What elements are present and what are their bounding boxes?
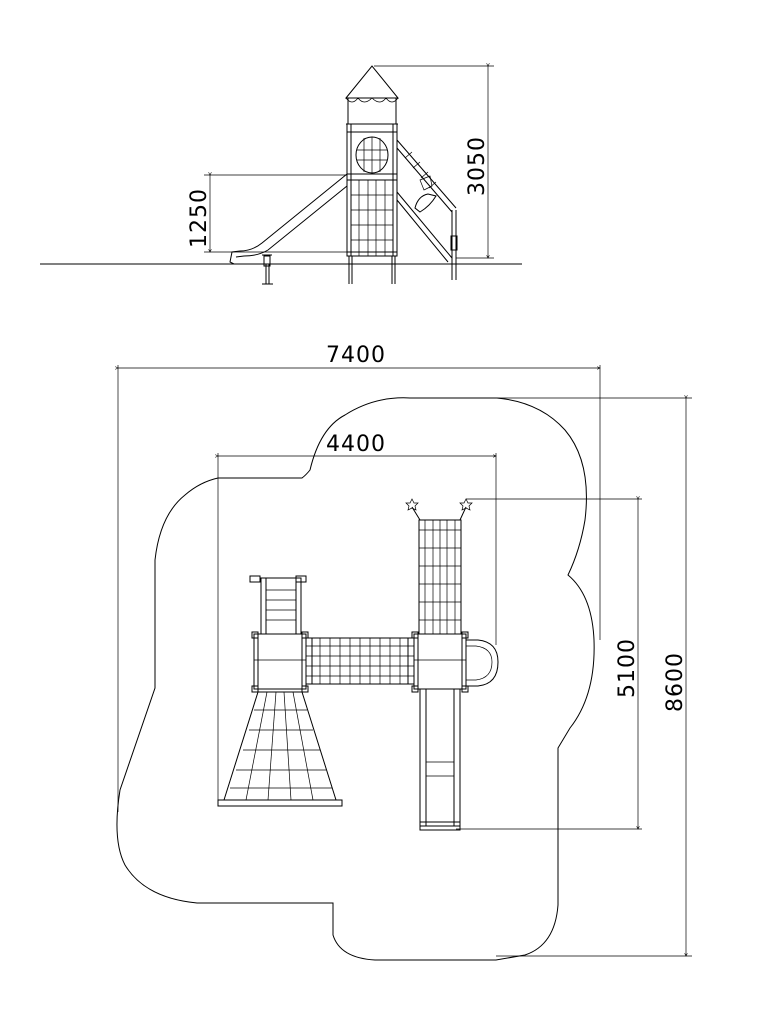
slide-plan — [419, 688, 461, 831]
left-ladder-plan — [249, 575, 307, 635]
star-post-icon — [459, 498, 473, 511]
star-post-icon — [405, 498, 419, 511]
dimension-1250: 1250 — [187, 175, 347, 252]
right-platform-plan — [411, 631, 499, 693]
tower-roof — [344, 65, 400, 125]
dimension-3050: 3050 — [374, 66, 494, 258]
tower-body — [346, 123, 398, 284]
left-platform-plan — [251, 631, 309, 693]
climbing-net-plan — [217, 691, 343, 807]
safety-zone-outline — [116, 397, 595, 961]
climbing-ramp-elevation — [396, 139, 458, 280]
dimension-5100: 5100 — [456, 499, 642, 829]
dimension-label-7400: 7400 — [326, 343, 386, 368]
dimension-8600: 8600 — [496, 398, 692, 956]
dimension-label-3050: 3050 — [465, 136, 490, 196]
dimension-label-8600: 8600 — [663, 652, 688, 712]
dimension-label-4400: 4400 — [326, 432, 386, 457]
bridge-plan — [305, 637, 415, 685]
slide-elevation — [229, 173, 348, 285]
dimension-label-5100: 5100 — [615, 638, 640, 698]
dimension-7400: 7400 — [118, 343, 600, 812]
dimension-label-1250: 1250 — [187, 188, 212, 248]
elevation-view: 3050 1250 — [40, 65, 522, 285]
dimension-4400: 4400 — [218, 432, 496, 800]
plan-view: 7400 4400 5100 8600 — [116, 343, 692, 961]
climbing-panel-plan — [405, 498, 473, 635]
